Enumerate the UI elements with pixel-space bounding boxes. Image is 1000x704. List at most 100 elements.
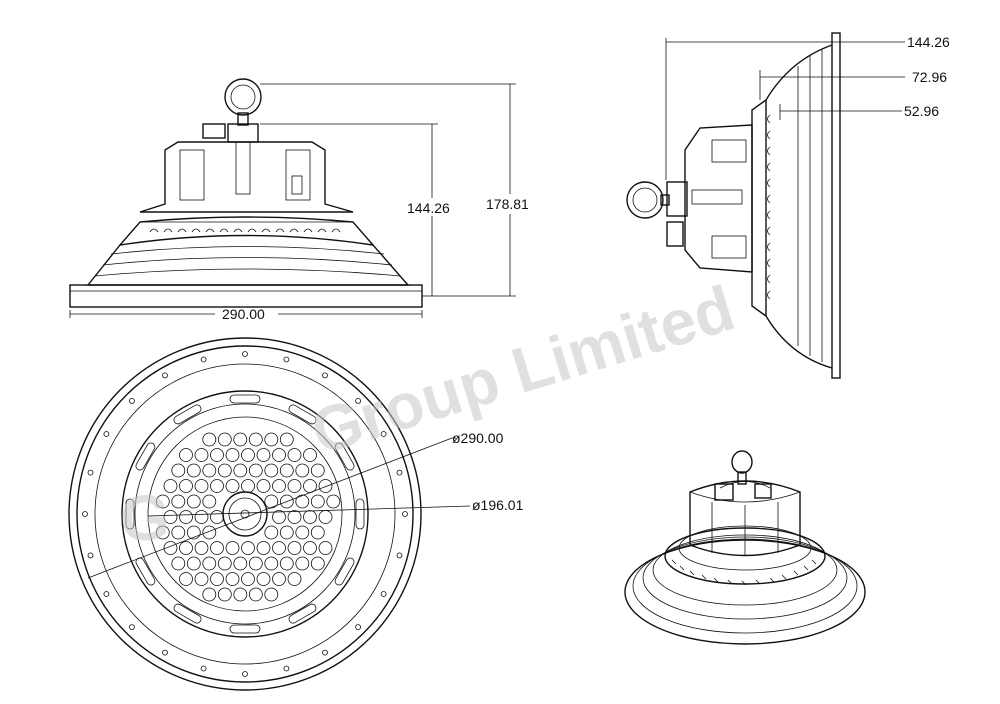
led-lens	[186, 525, 201, 540]
rim-hole	[283, 356, 290, 363]
led-lens	[202, 432, 217, 447]
led-lens	[256, 479, 271, 493]
led-lens	[210, 510, 224, 524]
led-lens	[318, 479, 333, 493]
led-lens	[287, 479, 302, 493]
led-lens	[303, 510, 317, 524]
rim-hole	[162, 649, 168, 656]
led-lens	[264, 463, 279, 478]
vent-slots	[125, 394, 365, 634]
led-lens	[194, 541, 209, 555]
iso-fins	[671, 559, 817, 586]
vent-slot-outline	[229, 624, 261, 634]
led-lens	[202, 494, 217, 509]
led-lens	[210, 479, 224, 493]
side-inner-label: 52.96	[904, 103, 939, 119]
dim-inner-diameter: ø196.01	[147, 497, 524, 517]
led-lens	[256, 448, 271, 462]
rim-hole	[242, 671, 248, 677]
vent-slot-outline	[125, 498, 135, 530]
led-lens	[155, 494, 170, 509]
led-lens	[279, 556, 294, 571]
led-lens	[163, 479, 178, 493]
led-lens	[264, 432, 279, 447]
rim-hole	[128, 624, 135, 630]
vent-slot-outline	[334, 557, 355, 586]
iso-view	[624, 450, 866, 645]
led-lens	[279, 494, 294, 509]
rim-hole	[322, 372, 328, 379]
rim-hole	[402, 511, 408, 517]
rim-hole	[242, 351, 248, 357]
front-body-height-label: 144.26	[407, 200, 450, 216]
vent-slot	[125, 498, 135, 530]
led-lens	[318, 510, 333, 524]
rim-hole	[162, 372, 168, 379]
rim-screw-holes	[82, 351, 408, 677]
vent-slot-outline	[288, 603, 317, 624]
vent-slot	[229, 624, 261, 634]
led-lens	[210, 448, 224, 462]
led-lens	[248, 587, 263, 602]
dim-front-total-height: 178.81	[260, 83, 529, 297]
led-lens	[295, 494, 310, 509]
dim-front-body-height: 144.26	[260, 123, 450, 297]
led-lens	[171, 525, 186, 540]
rim-hole	[103, 591, 110, 597]
led-lens	[163, 541, 178, 555]
led-lens	[241, 541, 255, 555]
led-lens	[179, 510, 193, 524]
led-lens	[179, 541, 193, 555]
led-lens	[256, 541, 271, 555]
rim-hole	[322, 649, 328, 656]
front-total-height-label: 178.81	[486, 196, 529, 212]
led-lens	[186, 556, 201, 571]
led-lens-array	[155, 432, 341, 602]
led-lens	[272, 479, 286, 493]
led-lens	[303, 448, 317, 462]
led-lens	[310, 525, 325, 540]
led-lens	[318, 541, 333, 555]
led-lens	[217, 587, 232, 602]
vent-slot	[288, 404, 317, 425]
led-lens	[241, 448, 255, 462]
fin-row	[149, 228, 341, 233]
led-lens	[202, 587, 217, 602]
led-lens	[225, 448, 240, 462]
side-total-label: 144.26	[907, 34, 950, 50]
led-lens	[233, 463, 248, 478]
watermark-leading-letter: G	[120, 482, 170, 554]
led-lens	[171, 463, 186, 478]
led-lens	[272, 448, 286, 462]
led-lens	[287, 572, 302, 586]
vent-slot-outline	[135, 442, 156, 471]
led-lens	[272, 510, 286, 524]
vent-slot-outline	[355, 498, 365, 530]
led-lens	[186, 463, 201, 478]
led-lens	[295, 556, 310, 571]
led-lens	[233, 432, 248, 447]
led-lens	[179, 448, 193, 462]
led-lens	[194, 448, 209, 462]
outer-diameter-label: ø290.00	[452, 430, 504, 446]
rim-hole	[128, 397, 135, 404]
led-lens	[179, 479, 193, 493]
vent-slot	[229, 394, 261, 404]
vent-slot-outline	[288, 404, 317, 425]
vent-slot	[173, 603, 202, 624]
front-width-label: 290.00	[222, 306, 265, 322]
dim-side-inner: 52.96	[779, 103, 939, 120]
dim-side-mid: 72.96	[759, 69, 947, 100]
rim-hole	[380, 591, 387, 597]
led-lens	[217, 432, 232, 447]
vent-slot	[288, 603, 317, 624]
side-fin-row	[767, 114, 771, 300]
rim-hole	[200, 356, 207, 363]
led-lens	[248, 463, 263, 478]
led-lens	[202, 556, 217, 571]
led-lens	[272, 541, 286, 555]
dim-side-total: 144.26	[665, 34, 950, 180]
led-lens	[194, 479, 209, 493]
led-lens	[287, 510, 302, 524]
